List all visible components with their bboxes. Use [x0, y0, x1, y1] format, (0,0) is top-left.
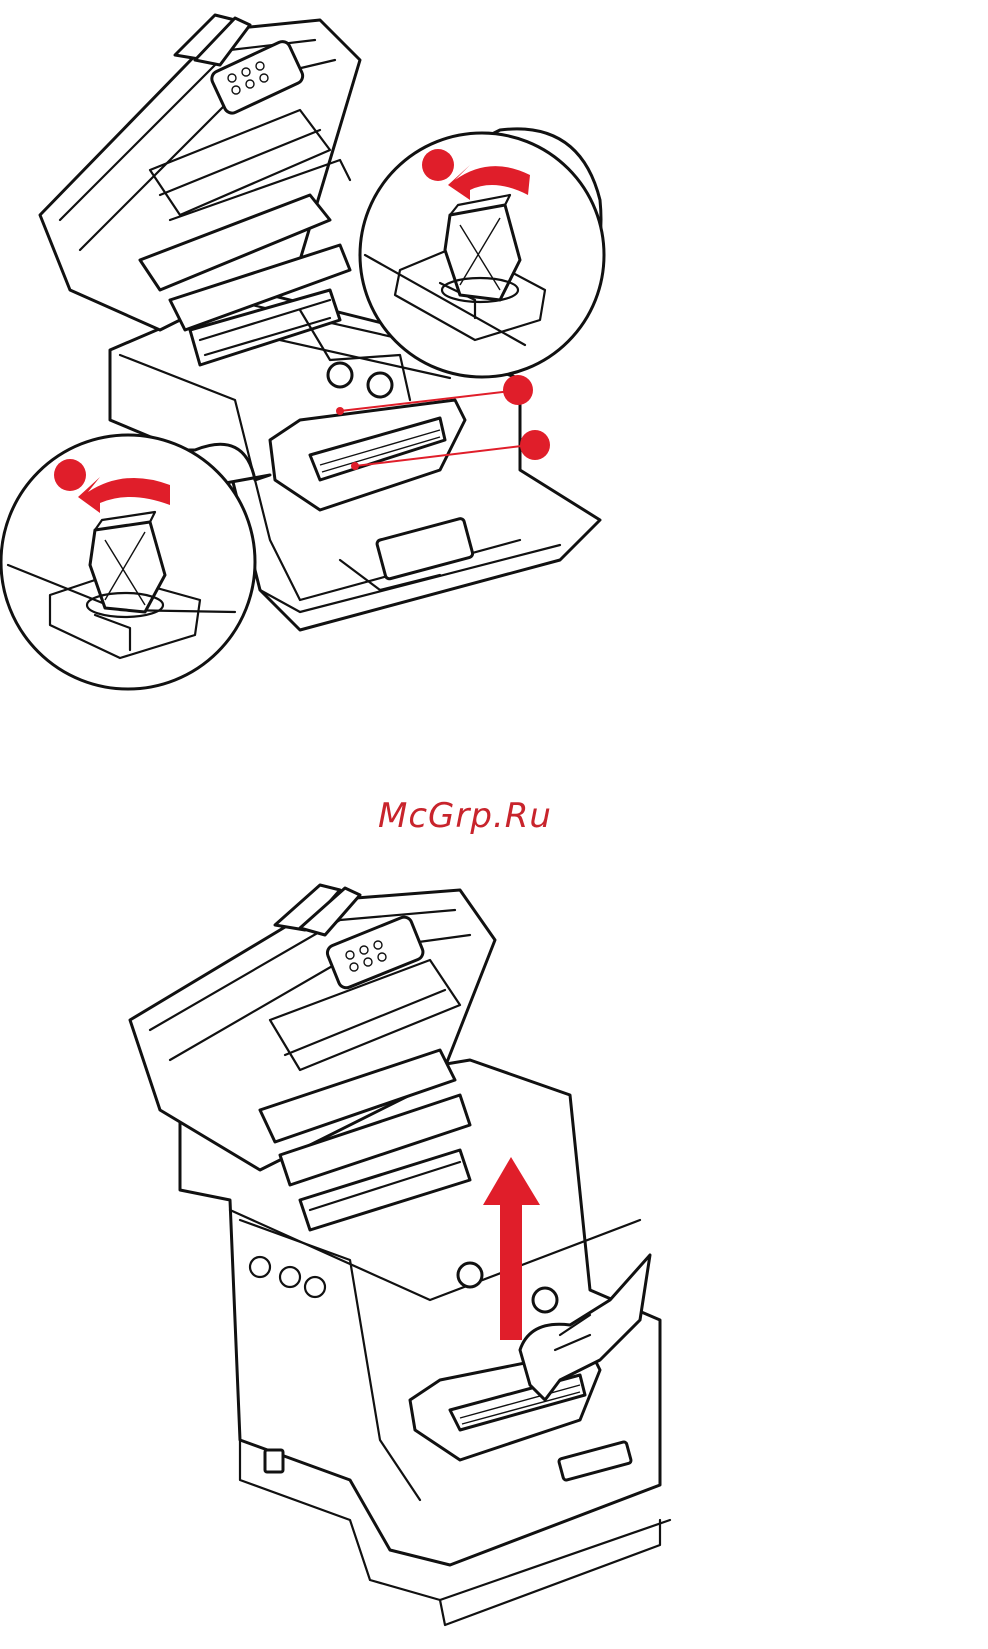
callout-marker-dot: [503, 375, 533, 405]
callout-marker-dot: [336, 407, 344, 415]
printer-open-illustration: [0, 0, 988, 740]
detail-callout-latch-right: [360, 129, 604, 377]
callout-marker-dot: [54, 459, 86, 491]
detail-callout-latch-left: [1, 435, 270, 689]
bottom-illustration: [0, 880, 988, 1649]
callout-marker-dot: [351, 462, 359, 470]
callout-marker-dot: [520, 430, 550, 460]
printer-open-illustration: [0, 880, 988, 1649]
callout-marker-dot: [422, 149, 454, 181]
watermark-text: McGrp.Ru: [378, 796, 552, 836]
top-illustration: [0, 0, 988, 740]
